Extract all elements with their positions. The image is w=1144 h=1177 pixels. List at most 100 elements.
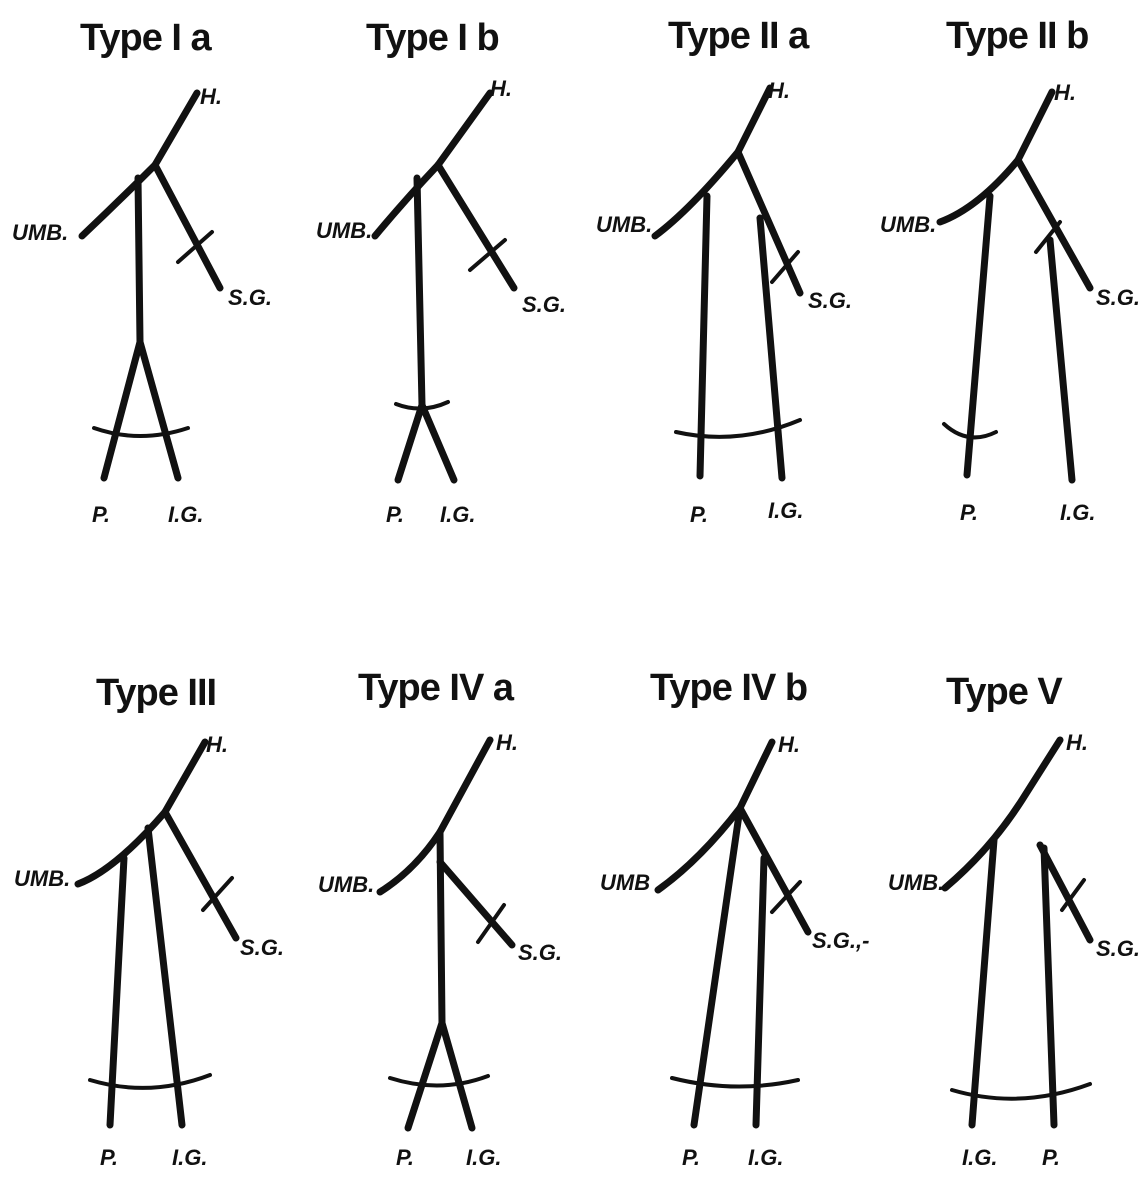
left-vessel	[690, 804, 744, 1129]
ligation-mark	[468, 238, 507, 272]
diagram-title: Type IV a	[358, 667, 515, 709]
label-right: P.	[1042, 1145, 1060, 1170]
sg-branch	[736, 804, 812, 936]
diagram-type-2b: Type II b H. UMB. S.G. P. I.G.	[880, 15, 1140, 525]
sg-branch	[1036, 841, 1094, 944]
ligation-mark	[770, 880, 802, 914]
stem	[436, 828, 446, 1027]
label-umb: UMB	[600, 870, 650, 895]
left-branch	[404, 1019, 446, 1132]
diagram-title: Type I b	[366, 17, 499, 59]
label-h: H.	[768, 78, 790, 103]
diagram-title: Type II a	[668, 15, 810, 57]
main-trunk	[941, 736, 1064, 892]
label-right: I.G.	[768, 498, 803, 523]
right-vessel	[144, 824, 186, 1129]
stem	[134, 174, 144, 346]
crossing-arc	[670, 1076, 800, 1089]
sg-branch	[734, 148, 804, 297]
label-umb: UMB.	[316, 218, 372, 243]
main-trunk	[74, 738, 209, 888]
diagram-type-4a: Type IV a H. UMB. S.G. P. I.G.	[318, 667, 562, 1170]
ligation-mark	[770, 250, 800, 284]
right-vessel	[1040, 844, 1058, 1129]
diagram-title: Type III	[96, 672, 216, 714]
label-sg: S.G.	[1096, 285, 1140, 310]
label-h: H.	[490, 76, 512, 101]
crossing-arc	[88, 1073, 212, 1090]
label-sg: S.G.	[522, 292, 566, 317]
sg-branch	[161, 808, 240, 942]
label-right: I.G.	[440, 502, 475, 527]
left-vessel	[963, 192, 994, 479]
label-left: P.	[960, 500, 978, 525]
label-umb: UMB.	[14, 866, 70, 891]
ligation-mark	[1034, 220, 1062, 254]
label-right: I.G.	[466, 1145, 501, 1170]
diagram-type-4b: Type IV b H. UMB S.G.,- P. I.G.	[600, 667, 869, 1170]
right-branch	[418, 401, 458, 484]
label-left: I.G.	[962, 1145, 997, 1170]
label-right: I.G.	[748, 1145, 783, 1170]
diagram-title: Type II b	[946, 15, 1088, 57]
left-vessel	[106, 854, 128, 1129]
label-sg: S.G.	[240, 935, 284, 960]
sg-branch	[436, 858, 516, 949]
sg-branch	[1014, 156, 1094, 292]
label-left: P.	[92, 502, 110, 527]
left-vessel	[696, 192, 711, 480]
label-h: H.	[1054, 80, 1076, 105]
main-trunk	[654, 738, 776, 894]
crossing-arc	[388, 1074, 490, 1088]
label-umb: UMB.	[596, 212, 652, 237]
diagram-type-2a: Type II a H. UMB. S.G. P. I.G.	[596, 15, 852, 527]
diagram-type-1b: Type I b H. UMB. S.G. P. I.G.	[316, 17, 566, 527]
label-umb: UMB.	[880, 212, 936, 237]
label-sg: S.G.,-	[812, 928, 869, 953]
label-left: P.	[682, 1145, 700, 1170]
ligation-mark	[476, 903, 506, 944]
crossing-arc	[92, 426, 190, 438]
main-trunk	[936, 88, 1056, 226]
label-left: P.	[396, 1145, 414, 1170]
label-left: P.	[690, 502, 708, 527]
right-vessel	[756, 214, 786, 482]
ligation-mark	[201, 876, 234, 912]
label-h: H.	[778, 732, 800, 757]
label-sg: S.G.	[228, 285, 272, 310]
diagram-title: Type I a	[80, 17, 213, 59]
diagram-title: Type IV b	[650, 667, 807, 709]
left-branch	[100, 338, 144, 482]
label-umb: UMB.	[888, 870, 944, 895]
label-h: H.	[1066, 730, 1088, 755]
left-branch	[394, 401, 426, 484]
sg-branch	[151, 161, 224, 292]
label-left: P.	[100, 1145, 118, 1170]
label-h: H.	[200, 84, 222, 109]
right-branch	[438, 1019, 476, 1132]
crossing-arc	[674, 418, 802, 439]
label-umb: UMB.	[12, 220, 68, 245]
right-vessel	[752, 854, 768, 1129]
ligation-mark	[176, 230, 214, 264]
diagram-type-1a: Type I a H. UMB. S.G. P. I.G.	[12, 17, 272, 527]
ligation-mark	[1060, 878, 1086, 912]
sg-branch	[434, 161, 518, 292]
diagram-title: Type V	[946, 671, 1063, 713]
stem	[413, 174, 426, 409]
main-trunk	[376, 736, 494, 896]
left-vessel	[968, 836, 998, 1129]
label-right: I.G.	[168, 502, 203, 527]
label-sg: S.G.	[1096, 936, 1140, 961]
crossing-arc	[394, 400, 450, 411]
main-trunk	[651, 84, 774, 240]
label-h: H.	[206, 732, 228, 757]
label-sg: S.G.	[518, 940, 562, 965]
diagram-type-5: Type V H. UMB. S.G. I.G. P.	[888, 671, 1140, 1170]
crossing-arc	[942, 422, 998, 440]
right-vessel	[1046, 236, 1076, 484]
label-umb: UMB.	[318, 872, 374, 897]
main-trunk	[371, 89, 494, 240]
crossing-arc	[950, 1082, 1092, 1101]
